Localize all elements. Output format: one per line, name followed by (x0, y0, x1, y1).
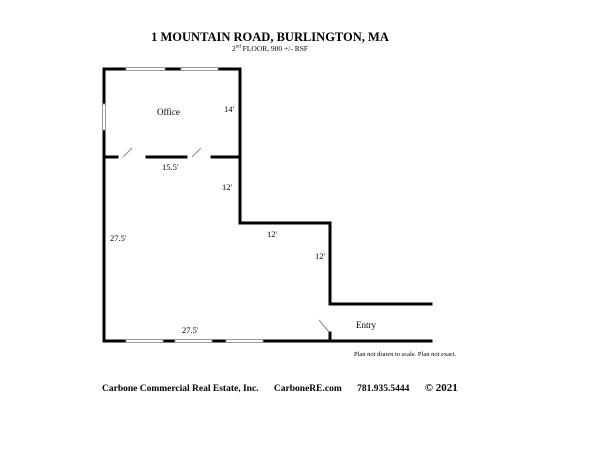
window (125, 339, 164, 343)
dimension-south-wall: 27.5' (182, 325, 199, 335)
dimension-office-width: 15.5' (162, 162, 179, 172)
disclaimer-note: Plan not drawn to scale. Plan not exact. (354, 351, 457, 358)
entry-door (318, 319, 330, 333)
footer: Carbone Commercial Real Estate, Inc. Car… (102, 382, 471, 394)
footer-website: CarboneRE.com (273, 384, 342, 394)
window (225, 339, 264, 343)
dimension-east-wall-lower: 12' (315, 251, 326, 261)
window (174, 339, 213, 343)
office-door (122, 147, 133, 158)
walls (102, 67, 433, 343)
footer-phone: 781.935.5444 (357, 384, 410, 394)
window (125, 67, 166, 71)
page-title: 1 MOUNTAIN ROAD, BURLINGTON, MA (151, 30, 389, 44)
dimension-east-wall-upper: 12' (222, 182, 233, 192)
office-door (191, 147, 202, 158)
room-label-office: Office (157, 107, 180, 117)
footer-company: Carbone Commercial Real Estate, Inc. (102, 384, 259, 394)
windows (102, 67, 264, 343)
floor-subtitle: 2nd FLOOR, 900 +/- RSF (231, 44, 309, 53)
dimension-office-height: 14' (224, 104, 235, 114)
window (180, 67, 219, 71)
window (102, 103, 106, 131)
room-label-entry: Entry (356, 320, 376, 330)
footer-copyright: © 2021 (424, 382, 458, 394)
doors (122, 147, 330, 333)
dimension-west-wall: 27.5' (110, 233, 127, 243)
dimension-mid-jog: 12' (267, 229, 278, 239)
